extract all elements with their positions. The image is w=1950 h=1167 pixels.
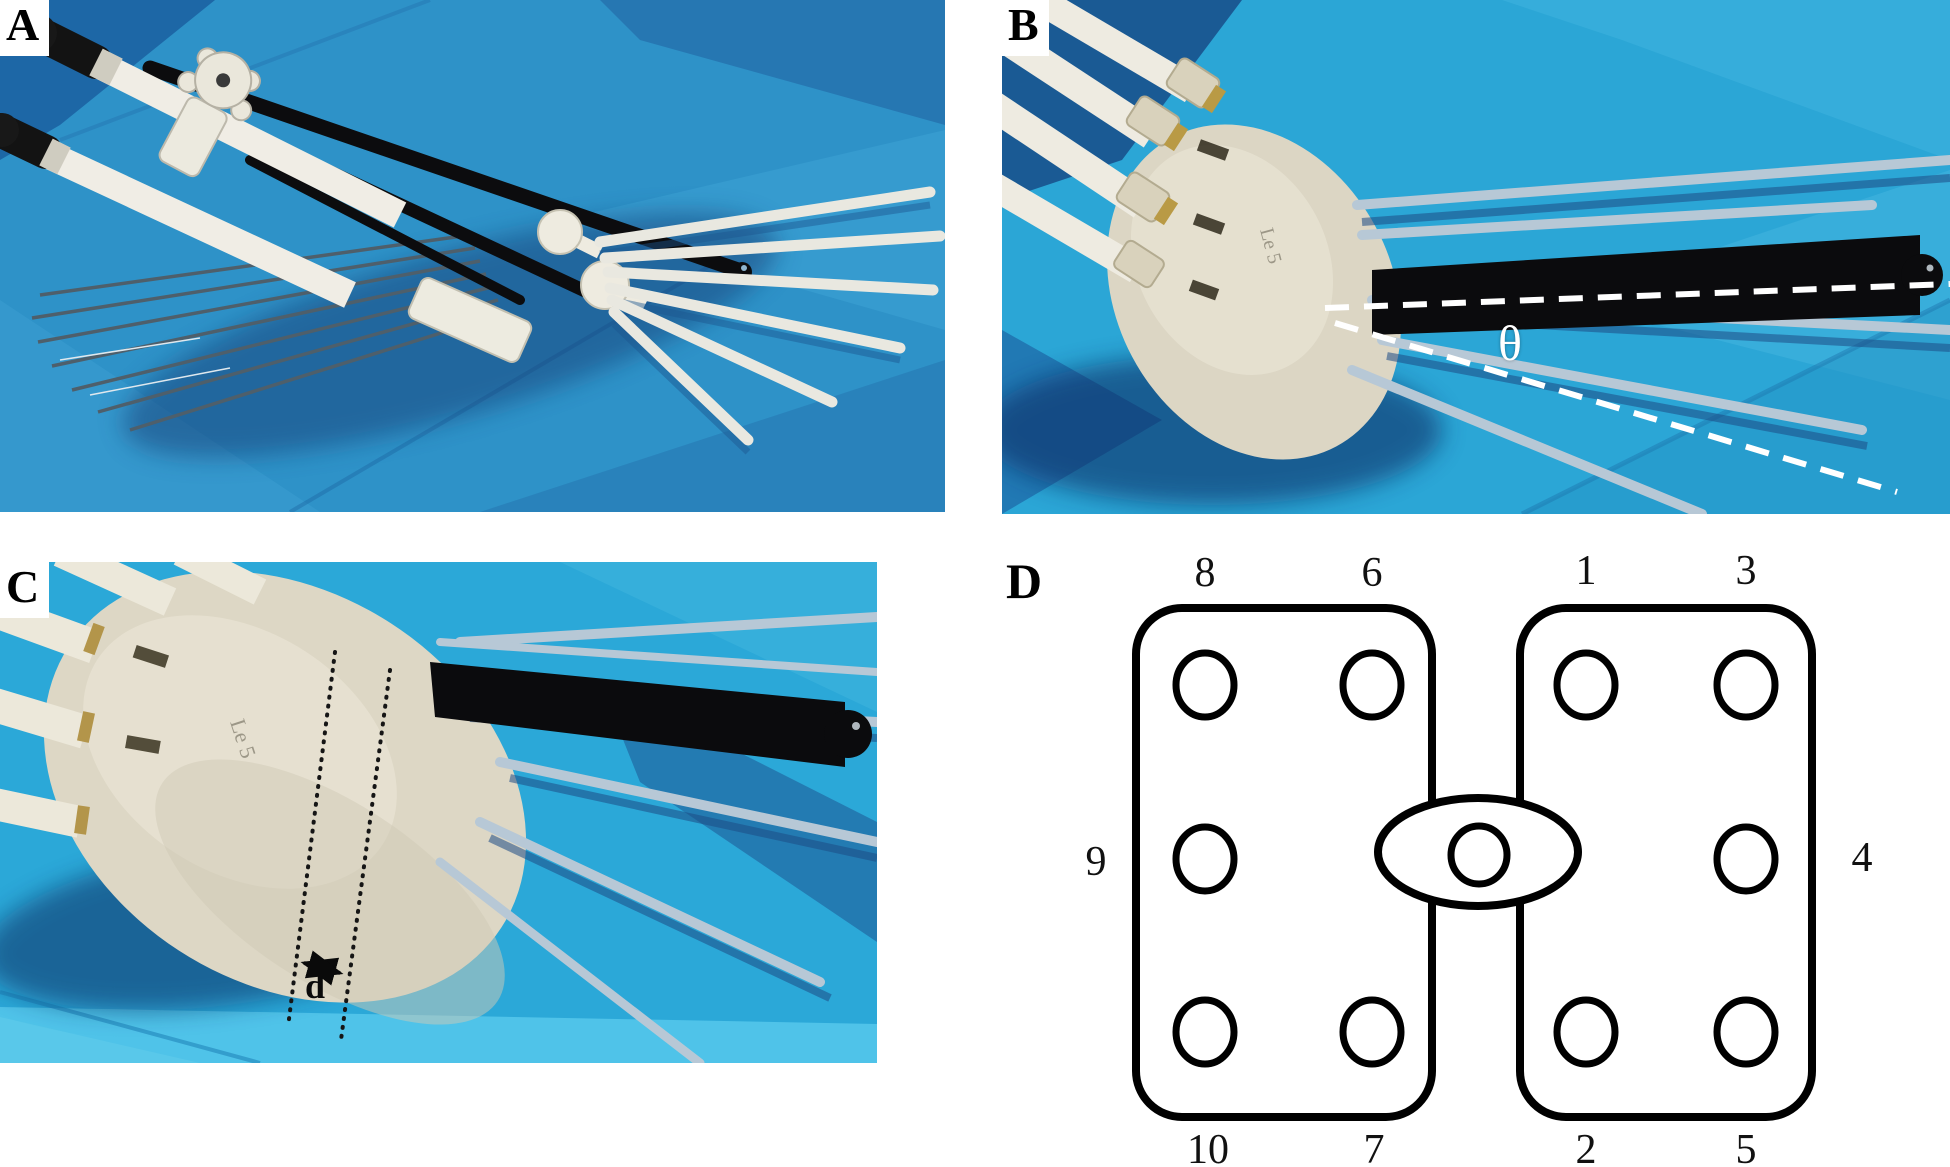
distance-d-label: d [304,966,326,1006]
hole-label-9: 9 [1085,839,1107,885]
needle-glints [59,337,231,396]
black-rod [430,662,872,767]
gold-marker-bands [74,622,105,835]
hole-4 [1713,823,1779,895]
catheter-shadows [599,201,931,455]
panel-b-photo: Le 5 [1002,0,1950,514]
hole-label-4: 4 [1851,835,1873,881]
needle-holder-block [407,277,533,363]
hub-slots [125,645,170,754]
hole-9 [1172,823,1238,895]
panel-a-illustration [0,0,945,512]
angle-dashed-lines [1324,281,1950,495]
panel-a-photo [0,0,945,512]
template-holes [1172,649,1779,1068]
rod-tip-glint [1926,264,1934,272]
dotted-line-left [286,650,337,1029]
catheter-fan [594,186,945,446]
theta-angle-label: θ [1498,315,1522,371]
rod-tip-glint [852,722,860,730]
panel-c-label: C [0,562,50,618]
drape-fold-line [0,990,261,1063]
tube-connectors [1113,57,1221,289]
hole-label-8: 8 [1194,550,1216,596]
panel-b-illustration: Le 5 [1002,0,1950,514]
hole-label-1: 1 [1575,548,1597,594]
hole-1 [1553,649,1619,721]
hole-3 [1713,649,1779,721]
gold-marker-bands [1153,84,1227,226]
hole-label-2: 2 [1575,1127,1597,1167]
panel-a-label: A [0,0,50,56]
dashed-line-lower [1334,320,1898,495]
applicator-hub: Le 5 [1107,124,1401,460]
panel-d-template-drawing [1132,604,1816,1121]
panel-c-photo: Le 5 [0,562,877,1063]
applicator-hub: Le 5 [43,571,527,1025]
hole-center [1447,822,1511,888]
hole-label-10: 10 [1187,1127,1229,1167]
hole-label-3: 3 [1735,548,1757,594]
hole-label-7: 7 [1363,1127,1385,1167]
rod-tip-glint [741,265,747,271]
hole-6 [1339,649,1405,721]
knurled-clamp [158,47,261,178]
white-obturator-tubes [0,14,407,308]
hub-slots [1188,139,1230,301]
distance-arrow [300,950,344,986]
panel-d-diagram [990,545,1950,1167]
distance-dotted-lines [286,650,392,1042]
hole-label-6: 6 [1361,550,1383,596]
dotted-line-right [339,668,392,1042]
hole-7 [1339,996,1405,1068]
hole-5 [1713,996,1779,1068]
panel-d-label: D [1006,553,1043,609]
panel-c-illustration: Le 5 [0,562,877,1063]
hole-2 [1553,996,1619,1068]
hole-8 [1172,649,1238,721]
panel-b-label: B [1002,0,1049,56]
hole-label-5: 5 [1735,1127,1757,1167]
dashed-line-upper [1324,281,1950,311]
hole-10 [1172,996,1238,1068]
